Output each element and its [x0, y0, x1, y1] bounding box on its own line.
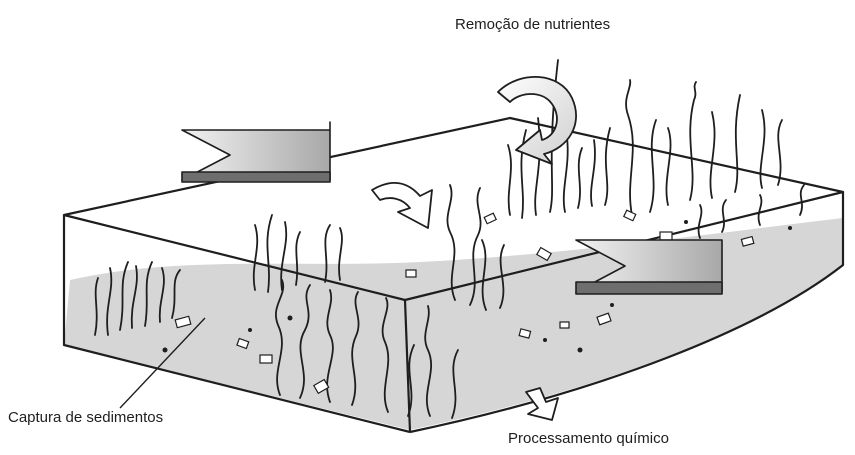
inflow-arrow-icon [182, 122, 330, 182]
chemical-processing-label: Processamento químico [508, 430, 669, 447]
nutrient-removal-label: Remoção de nutrientes [455, 16, 610, 33]
sediment-capture-label: Captura de sedimentos [8, 409, 163, 426]
sediment-settling-arrow-icon [372, 183, 432, 228]
